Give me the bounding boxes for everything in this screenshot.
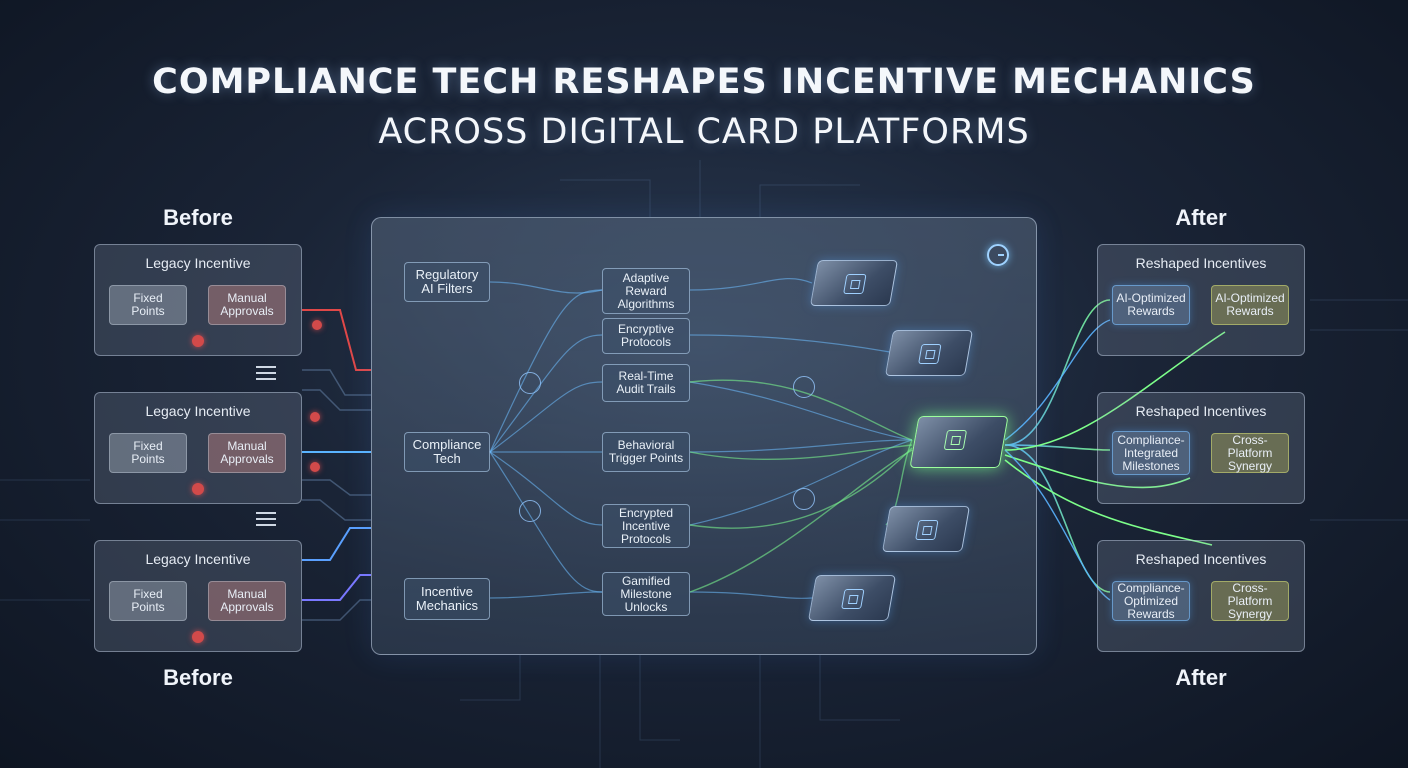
chip-icon: [918, 344, 942, 364]
synergy-chip: Cross-Platform Synergy: [1211, 433, 1289, 473]
manual-approvals-chip: Manual Approvals: [208, 285, 286, 325]
page-subtitle: ACROSS DIGITAL CARD PLATFORMS: [378, 112, 1030, 152]
digital-card-icon: [807, 575, 897, 621]
manual-approvals-chip: Manual Approvals: [208, 433, 286, 473]
chip-icon: [915, 520, 939, 540]
milestones-chip: Compliance- Integrated Milestones: [1112, 431, 1190, 475]
digital-card-icon: [881, 506, 971, 552]
fixed-points-chip: Fixed Points: [109, 433, 187, 473]
before-panel-2: Legacy Incentive Fixed Points Manual App…: [94, 392, 302, 504]
before-panel-3: Legacy Incentive Fixed Points Manual App…: [94, 540, 302, 652]
alert-icon: [192, 335, 204, 347]
mechanism-encrypted-incentive-protocols: Encrypted Incentive Protocols: [602, 504, 690, 548]
chip-node-icon: [793, 488, 815, 510]
alert-icon: [192, 631, 204, 643]
digital-card-icon: [809, 260, 899, 306]
panel-title: Reshaped Incentives: [1135, 551, 1267, 567]
chip-icon: [943, 430, 968, 450]
input-incentive-mechanics: Incentive Mechanics: [404, 578, 490, 620]
chip-node-icon: [793, 376, 815, 398]
network-icon: [519, 372, 541, 394]
alert-icon: [192, 483, 204, 495]
before-label-top: Before: [163, 205, 233, 230]
panel-title: Reshaped Incentives: [1135, 403, 1267, 419]
network-icon: [519, 500, 541, 522]
input-regulatory-ai-filters: Regulatory AI Filters: [404, 262, 490, 302]
fixed-points-chip: Fixed Points: [109, 285, 187, 325]
mechanism-adaptive-reward-algorithms: Adaptive Reward Algorithms: [602, 268, 690, 314]
alert-icon: [312, 320, 322, 330]
panel-title: Legacy Incentive: [145, 403, 251, 419]
synergy-chip: Cross-Platform Synergy: [1211, 581, 1289, 621]
reward-chip: AI-Optimized Rewards: [1211, 285, 1289, 325]
mechanism-gamified-milestone-unlocks: Gamified Milestone Unlocks: [602, 572, 690, 616]
panel-title: Reshaped Incentives: [1135, 255, 1267, 271]
panel-title: Legacy Incentive: [145, 255, 251, 271]
manual-approvals-chip: Manual Approvals: [208, 581, 286, 621]
mechanism-real-time-audit-trails: Real-Time Audit Trails: [602, 364, 690, 402]
settings-icon: [987, 244, 1009, 266]
reward-chip: AI-Optimized Rewards: [1112, 285, 1190, 325]
chip-icon: [841, 589, 865, 609]
input-compliance-tech: Compliance Tech: [404, 432, 490, 472]
after-panel-2: Reshaped Incentives Compliance- Integrat…: [1097, 392, 1305, 504]
mechanism-encryptive-protocols: Encryptive Protocols: [602, 318, 690, 354]
before-label-bottom: Before: [163, 665, 233, 690]
panel-title: Legacy Incentive: [145, 551, 251, 567]
alert-icon: [310, 462, 320, 472]
after-label-top: After: [1175, 205, 1227, 230]
sliders-icon: [256, 366, 276, 380]
alert-icon: [310, 412, 320, 422]
fixed-points-chip: Fixed Points: [109, 581, 187, 621]
before-panel-1: Legacy Incentive Fixed Points Manual App…: [94, 244, 302, 356]
reward-chip: Compliance- Optimized Rewards: [1112, 581, 1190, 621]
digital-card-icon: [884, 330, 974, 376]
page-title: COMPLIANCE TECH RESHAPES INCENTIVE MECHA…: [152, 62, 1256, 102]
sliders-icon: [256, 512, 276, 526]
after-label-bottom: After: [1175, 665, 1227, 690]
chip-icon: [843, 274, 867, 294]
digital-card-active-icon: [909, 416, 1009, 468]
mechanism-behavioral-trigger-points: Behavioral Trigger Points: [602, 432, 690, 472]
after-panel-1: Reshaped Incentives AI-Optimized Rewards…: [1097, 244, 1305, 356]
after-panel-3: Reshaped Incentives Compliance- Optimize…: [1097, 540, 1305, 652]
